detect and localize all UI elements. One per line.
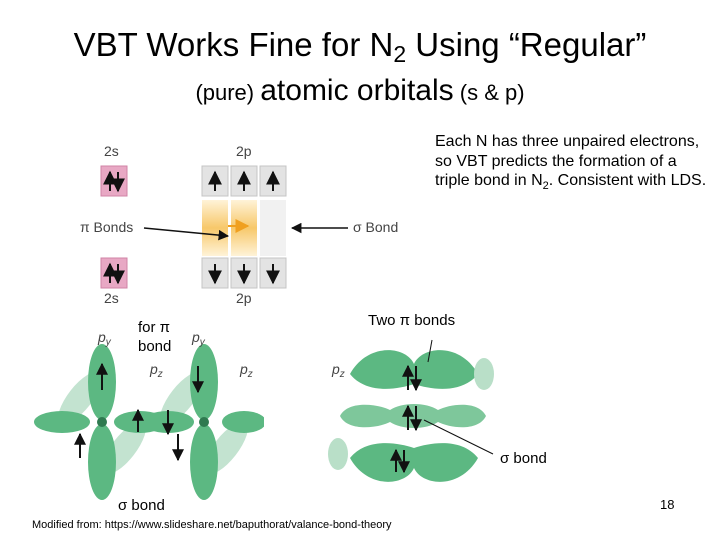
pz-label-left: pz — [149, 361, 163, 380]
paired-arrows-2s-bottom — [103, 262, 125, 285]
sigma-bond-pointer-line — [423, 419, 494, 455]
py-label-left: py — [97, 329, 112, 348]
two-pi-bonds-label: Two π bonds — [368, 312, 456, 329]
bond-overlap-region — [202, 200, 286, 256]
page-number: 18 — [660, 497, 675, 512]
slide-title-line1: VBT Works Fine for N2 Using “Regular” — [73, 26, 647, 67]
pi-bond-pointer — [143, 227, 230, 241]
label-2s-bottom: 2s — [104, 290, 119, 306]
sigma-bond-label-left: σ bond — [118, 497, 165, 514]
label-2p-bottom: 2p — [236, 290, 252, 306]
for-pi-bond-label: for π bond — [138, 319, 172, 355]
label-2s-top: 2s — [104, 143, 119, 159]
explanation-note: Each N has three unpaired electrons, so … — [435, 133, 707, 193]
paired-electron-arrows — [390, 364, 422, 474]
pi-bond-pointer-line — [427, 339, 433, 363]
sigma-bond-label-right: σ bond — [500, 450, 547, 467]
2s-box-bottom — [100, 257, 128, 289]
orbital-box-diagram: 2s 2p π Bonds σ Bond — [80, 143, 398, 306]
slide-title-line2: (pure) atomic orbitals (s & p) — [195, 74, 525, 107]
label-2p-top: 2p — [236, 143, 252, 159]
sigma-bond-label: σ Bond — [353, 219, 398, 235]
py-label-mid: py — [191, 329, 206, 348]
pz-label-mid: pz — [239, 361, 253, 380]
paired-arrows-2s-top — [103, 170, 125, 193]
source-credit: Modified from: https://www.slideshare.ne… — [32, 519, 392, 531]
unpaired-arrows-top — [208, 170, 280, 191]
triple-bond-orbital-figure: pz — [328, 339, 494, 482]
pz-label-right: pz — [331, 361, 345, 380]
2s-box-top — [100, 165, 128, 197]
p-orbital-overlap-figure: py py pz pz — [34, 329, 264, 500]
electron-spin-arrows — [74, 362, 204, 462]
unpaired-arrows-bottom — [208, 264, 280, 285]
pi-bonds-label: π Bonds — [80, 219, 133, 235]
